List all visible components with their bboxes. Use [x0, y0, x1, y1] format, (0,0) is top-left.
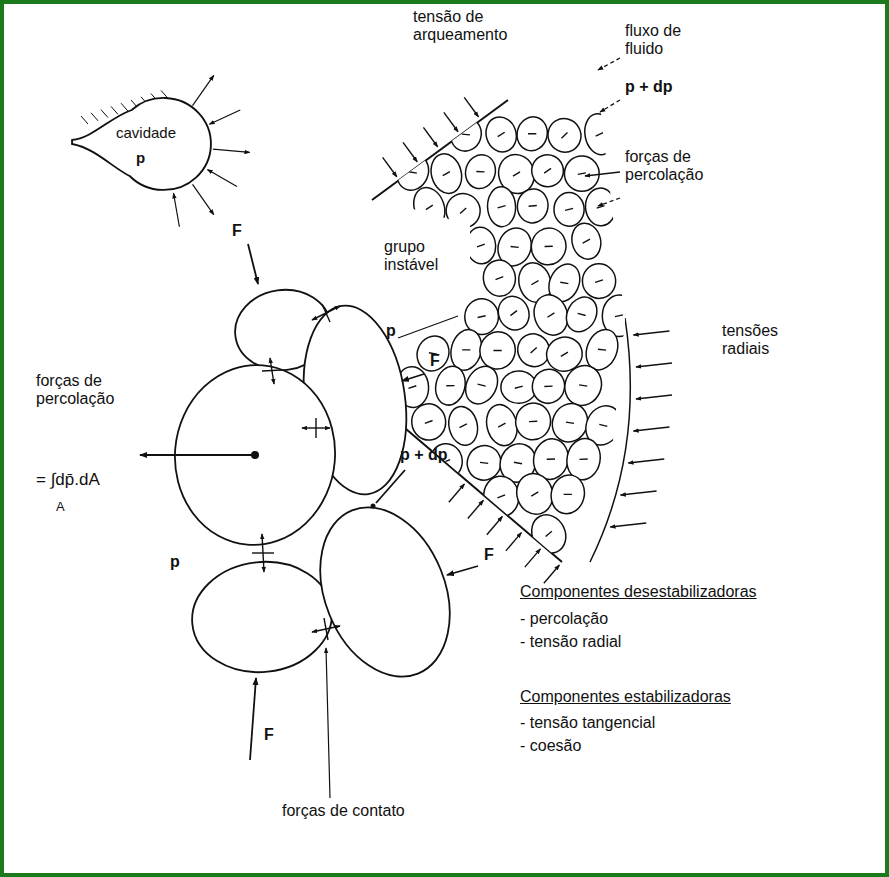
sand-grain: [515, 187, 550, 225]
force-label: F: [484, 546, 494, 564]
sand-grain: [568, 220, 604, 262]
arch-stress-label: tensão de arqueamento: [413, 8, 513, 45]
sand-grain: [487, 186, 517, 227]
radial-stress-label: tensões radiais: [722, 322, 794, 359]
sand-grain: [581, 263, 617, 300]
seepage-label: forças de percolação: [36, 372, 142, 409]
integral-formula: = ∫dp̄.dA: [36, 470, 100, 490]
sand-grain: [529, 366, 568, 406]
pressure-label: p + dp: [400, 446, 448, 464]
centroid-dot: [251, 451, 259, 459]
sand-grain: [542, 113, 587, 159]
sand-grain: [482, 258, 518, 297]
pressure-label: p: [386, 322, 396, 340]
sand-grain: [446, 114, 486, 155]
flow-label: fluxo de fluido: [625, 22, 700, 59]
sand-grain: [525, 509, 572, 559]
sand-grain: [559, 360, 608, 411]
sand-grain: [432, 363, 469, 408]
flow-arrows: [585, 58, 620, 206]
legend-item: - tensão radial: [520, 633, 621, 651]
sand-grain: [581, 111, 617, 157]
sand-grain: [547, 471, 588, 517]
load-arrows: [140, 244, 478, 798]
sand-grain: [560, 292, 602, 338]
sand-grain: [482, 113, 521, 156]
legend-heading: Componentes estabilizadoras: [520, 688, 731, 706]
sand-grain: [528, 225, 570, 269]
force-label: F: [232, 222, 242, 240]
force-label: F: [430, 352, 440, 370]
cavity-shape: cavidade p: [70, 88, 216, 202]
grain-cluster: [167, 284, 473, 696]
legend-heading: Componentes desestabilizadoras: [520, 583, 757, 601]
sand-grain: [513, 114, 550, 154]
sand-grains: [359, 111, 636, 558]
sand-grain: [563, 155, 600, 192]
sand-grain: [554, 192, 584, 226]
arch-boundary: [372, 100, 508, 200]
contact-forces: [252, 304, 340, 640]
cavity-label: p: [136, 150, 145, 167]
sand-grain: [527, 150, 568, 191]
pore-dot: [371, 504, 376, 509]
sand-grain: [493, 291, 534, 334]
sand-grain: [512, 400, 554, 443]
sand-grain: [409, 183, 451, 231]
pressure-label: p: [170, 553, 180, 571]
sand-grain: [461, 151, 499, 192]
legend-item: - tensão tangencial: [520, 714, 655, 732]
legend-item: - percolação: [520, 610, 608, 628]
sand-grain: [482, 474, 521, 518]
sand-grain: [465, 226, 497, 265]
seepage-label: forças de percolação: [625, 148, 725, 185]
sand-grain: [410, 402, 448, 442]
force-label: F: [264, 726, 274, 744]
sand-grain: [459, 361, 504, 410]
unstable-group-edge: [398, 316, 458, 338]
sand-grain: [584, 187, 617, 227]
cavity-outline: [70, 88, 216, 202]
contact-label: forças de contato: [282, 802, 405, 820]
group-label: grupo instável: [384, 238, 462, 275]
sand-grain: [445, 404, 481, 448]
legend-item: - coesão: [520, 737, 581, 755]
pressure-label: p + dp: [625, 78, 673, 96]
cavity-label: cavidade: [116, 125, 176, 142]
integral-subscript: A: [56, 500, 65, 515]
